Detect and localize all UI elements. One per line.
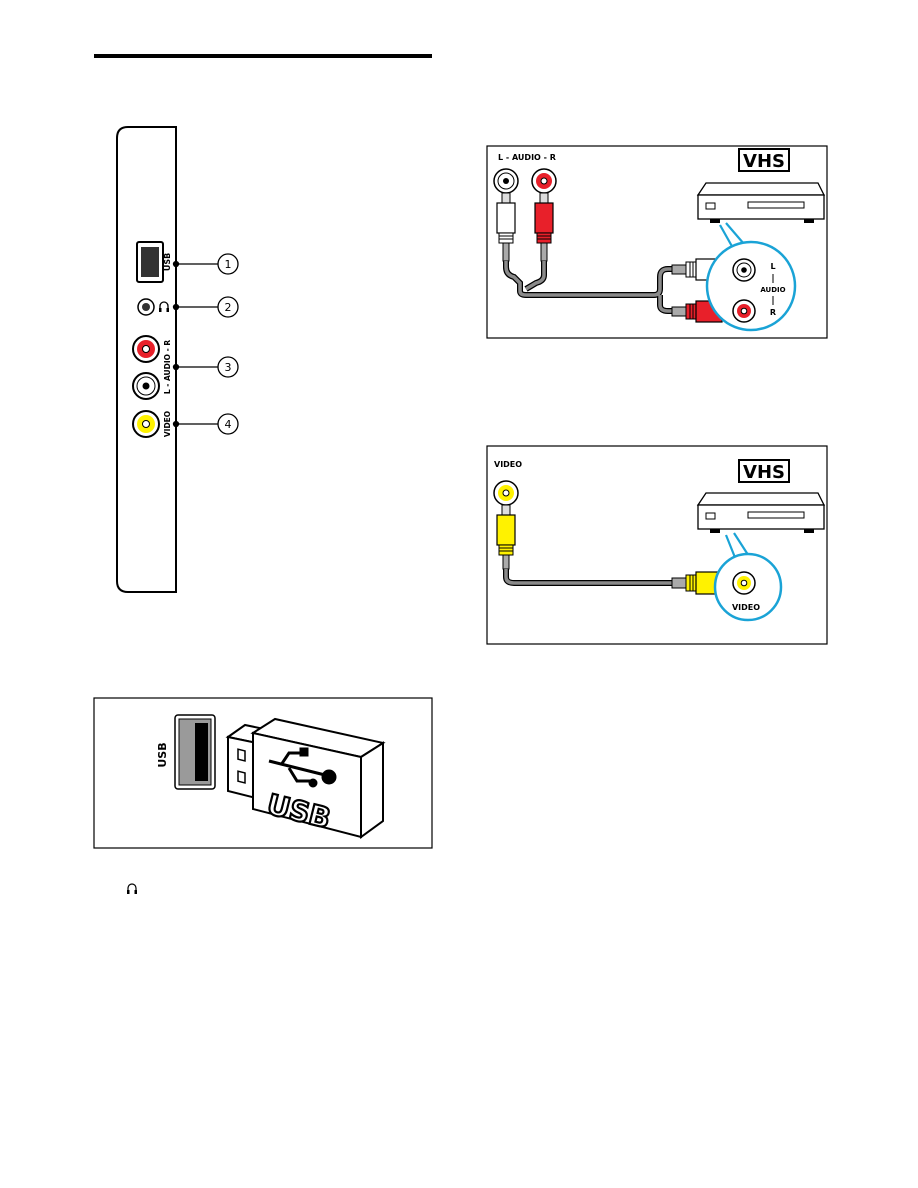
usb-stick: [225, 717, 386, 839]
section-rule: [94, 54, 432, 58]
vcr-device: [696, 182, 826, 223]
usb-trident-icon: [268, 747, 337, 788]
svg-text:1: 1: [225, 258, 232, 271]
svg-text:VHS: VHS: [743, 151, 785, 172]
vhs-logo: VHS: [738, 148, 790, 172]
usb-port-label: USB: [156, 742, 169, 767]
svg-text:VHS: VHS: [743, 462, 785, 483]
audio-connection-diagram: L - AUDIO - R VHS: [486, 145, 828, 339]
headphone-icon: [159, 301, 169, 312]
jack-label-r: R: [770, 308, 776, 317]
callout-3: 3: [217, 356, 239, 378]
video-header-label: VIDEO: [494, 460, 522, 469]
svg-text:4: 4: [225, 418, 232, 431]
jack-highlight-circle: [705, 240, 797, 332]
callout-4: 4: [217, 413, 239, 435]
video-jack-label: VIDEO: [163, 411, 172, 437]
usb-port: [174, 714, 216, 790]
usb-diagram: USB USB: [93, 697, 433, 849]
usb-port-label: USB: [163, 253, 172, 271]
red-plug-top: [534, 192, 554, 262]
callout-2: 2: [217, 296, 239, 318]
jack-label-l: L: [770, 262, 775, 271]
white-plug-top: [496, 192, 516, 262]
jack-label-audio: AUDIO: [760, 286, 785, 294]
usb-port-tongue: [141, 247, 159, 277]
vhs-logo: VHS: [738, 459, 790, 483]
audio-header-label: L - AUDIO - R: [498, 153, 556, 162]
video-connection-diagram: VIDEO VHS VIDEO: [486, 445, 828, 645]
vcr-device: [696, 492, 826, 533]
callout-1: 1: [217, 253, 239, 275]
headphone-icon: [126, 880, 138, 894]
audio-jacks-label: L - AUDIO - R: [163, 340, 172, 395]
side-panel-diagram: USB L - AUDIO - R VIDEO 1 2 3 4: [116, 126, 239, 593]
svg-text:3: 3: [225, 361, 232, 374]
vcr-video-jack-label: VIDEO: [732, 603, 760, 612]
yellow-plug-top: [496, 504, 516, 570]
svg-text:2: 2: [225, 301, 232, 314]
callout-lines: [172, 260, 218, 428]
